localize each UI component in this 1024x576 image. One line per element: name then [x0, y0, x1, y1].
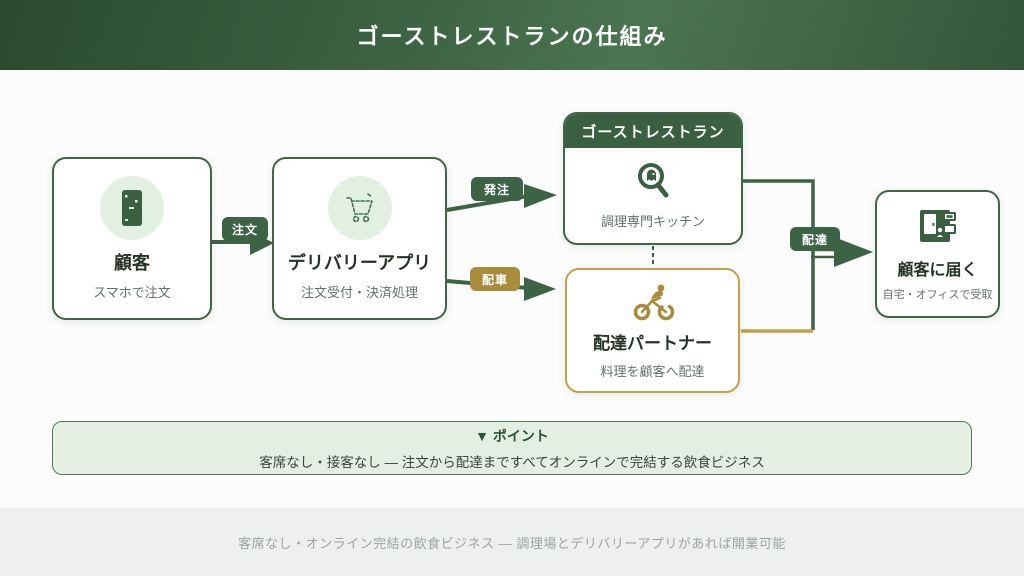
bicycle-courier-icon [633, 284, 674, 321]
node-delivered: 顧客に届く 自宅・オフィスで受取 [875, 190, 1000, 318]
edge-purchase-arrowhead [524, 184, 557, 208]
edge-order-badge: 注文 [222, 217, 268, 241]
node-ghost-restaurant: ゴーストレストラン 調理専門キッチン [563, 112, 743, 245]
footer-strip: 客席なし・オンライン完結の飲食ビジネス ― 調理場とデリバリーアプリがあれば開業… [0, 508, 1024, 576]
shopping-cart-icon [345, 193, 373, 223]
courier-title: 配達パートナー [593, 334, 712, 353]
point-text: 客席なし・接客なし ― 注文から配達まですべてオンラインで完結する飲食ビジネス [259, 454, 765, 470]
courier-subtitle: 料理を顧客へ配達 [600, 364, 705, 379]
node-delivery-app: デリバリーアプリ 注文受付・決済処理 [272, 157, 447, 320]
point-title: ▼ ポイント [475, 427, 549, 444]
customer-title: 顧客 [114, 253, 150, 273]
node-delivery-partner: 配達パートナー 料理を顧客へ配達 [565, 268, 740, 393]
app-icon-circle [327, 176, 392, 240]
magnifier-ghost-icon [637, 162, 669, 197]
edge-restaurant-junction-line [743, 179, 815, 330]
restaurant-header-bar: ゴーストレストラン [565, 114, 741, 148]
edge-delivery-badge: 配達 [790, 227, 840, 251]
footer-text: 客席なし・オンライン完結の飲食ビジネス ― 調理場とデリバリーアプリがあれば開業… [238, 535, 786, 551]
home-delivery-icon [919, 210, 956, 242]
app-title: デリバリーアプリ [287, 253, 432, 273]
edge-dispatch-badge: 配車 [470, 267, 520, 291]
restaurant-body: 調理専門キッチン [601, 148, 705, 243]
point-callout: ▼ ポイント 客席なし・接客なし ― 注文から配達まですべてオンラインで完結する… [52, 421, 972, 475]
node-customer: 顧客 スマホで注文 [52, 157, 212, 320]
page-title: ゴーストレストランの仕組み [356, 24, 668, 49]
delivered-subtitle: 自宅・オフィスで受取 [882, 289, 993, 301]
smartphone-icon [122, 190, 142, 226]
restaurant-subtitle: 調理専門キッチン [600, 213, 705, 229]
customer-icon-circle [100, 176, 164, 240]
edge-dispatch-arrowhead [524, 277, 556, 301]
customer-subtitle: スマホで注文 [93, 285, 171, 300]
header-banner: ゴーストレストランの仕組み [0, 0, 1024, 70]
app-subtitle: 注文受付・決済処理 [300, 285, 418, 300]
delivered-title: 顧客に届く [897, 262, 978, 279]
edge-purchase-badge: 発注 [471, 177, 523, 201]
